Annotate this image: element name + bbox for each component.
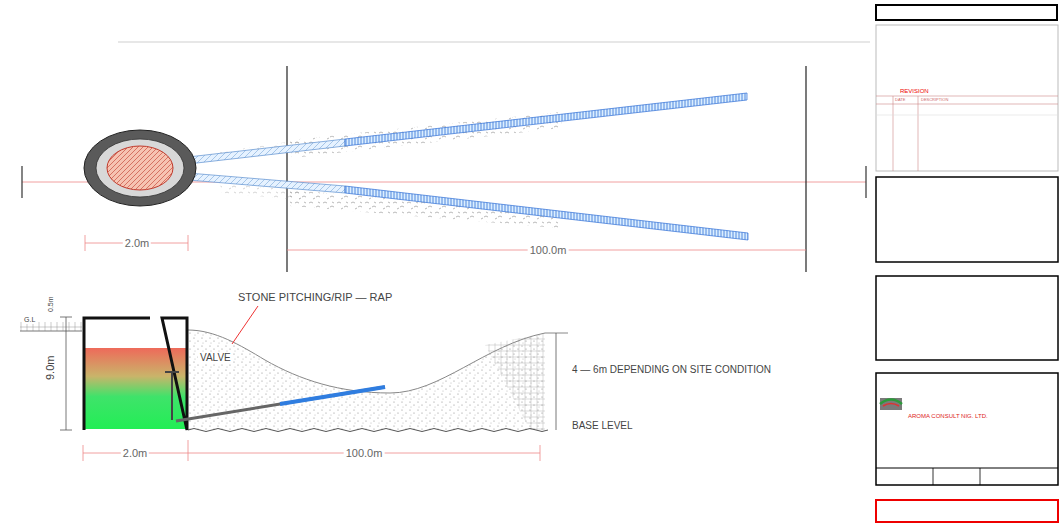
limit-line bbox=[805, 66, 806, 272]
table-line bbox=[918, 96, 919, 171]
dimension-tick bbox=[83, 445, 84, 461]
title-block-panel: AROMA CONSULT NIG. LTD. bbox=[876, 373, 1058, 468]
tank-wall bbox=[84, 130, 196, 206]
title-block-text: DESCRIPTION bbox=[921, 98, 948, 102]
ground-line bbox=[20, 331, 82, 332]
dimension-tick bbox=[188, 235, 189, 251]
title-box bbox=[876, 276, 1058, 360]
leader-line bbox=[232, 306, 258, 344]
pipe bbox=[176, 387, 385, 421]
title-box bbox=[876, 373, 1058, 485]
dimension-label: 0.5m bbox=[47, 294, 55, 314]
dimension-label: 100.0m bbox=[344, 447, 385, 459]
dimension-tick bbox=[85, 235, 86, 251]
dimension-label: 9.0m bbox=[44, 354, 56, 382]
title-block-text: REVISION bbox=[900, 88, 929, 95]
valve-handle bbox=[165, 371, 179, 373]
dimension-line bbox=[66, 317, 67, 430]
base-line bbox=[188, 429, 548, 432]
tank-inside bbox=[107, 146, 173, 190]
title-box bbox=[876, 5, 1057, 20]
dimension-tick bbox=[60, 430, 72, 431]
perforated-pipe bbox=[280, 387, 385, 404]
title-block-text: AROMA CONSULT NIG. LTD. bbox=[908, 413, 988, 420]
border-line bbox=[118, 42, 870, 43]
dimension-label: VALVE bbox=[198, 352, 233, 363]
dimension-label: STONE PITCHING/RIP — RAP bbox=[236, 291, 394, 303]
dimension-label: 2.0m bbox=[121, 447, 149, 459]
table-line bbox=[876, 96, 1058, 97]
tank-wall bbox=[84, 318, 187, 430]
pipe bbox=[188, 139, 345, 164]
dimension-tick bbox=[188, 440, 189, 461]
logo bbox=[880, 398, 902, 410]
dimension-label: 2.0m bbox=[123, 237, 151, 249]
dimension-line bbox=[83, 453, 540, 454]
dimension-label: 100.0m bbox=[528, 244, 569, 256]
title-box bbox=[876, 177, 1058, 262]
pipe bbox=[188, 173, 345, 193]
dimension-line bbox=[556, 333, 557, 430]
tank-ring bbox=[96, 139, 184, 197]
section-mark bbox=[865, 166, 866, 198]
section-mark bbox=[21, 166, 22, 198]
perforated-pipe bbox=[345, 93, 747, 146]
table-line bbox=[893, 96, 894, 171]
logo bbox=[883, 404, 899, 407]
title-block-panel: REVISION DATE DESCRIPTION bbox=[876, 25, 1058, 171]
table-line bbox=[933, 468, 934, 485]
table-line bbox=[876, 468, 1058, 469]
dimension-tick bbox=[60, 317, 72, 318]
table-line bbox=[980, 468, 981, 485]
valve-stem bbox=[171, 372, 173, 420]
table-line bbox=[876, 115, 1058, 116]
dimension-label: BASE LEVEL bbox=[570, 420, 635, 431]
dimension-label: G.L bbox=[22, 316, 37, 324]
limit-line bbox=[286, 66, 287, 272]
revision-box bbox=[876, 25, 1058, 171]
gravel-fill bbox=[188, 330, 545, 430]
embankment bbox=[485, 333, 545, 430]
title-block-text: DATE bbox=[895, 98, 905, 102]
table-line bbox=[876, 104, 1058, 105]
title-box bbox=[876, 500, 1058, 522]
perforated-pipe bbox=[345, 186, 748, 240]
dimension-label: 4 — 6m DEPENDING ON SITE CONDITION bbox=[570, 364, 773, 375]
dimension-tick bbox=[540, 445, 541, 461]
